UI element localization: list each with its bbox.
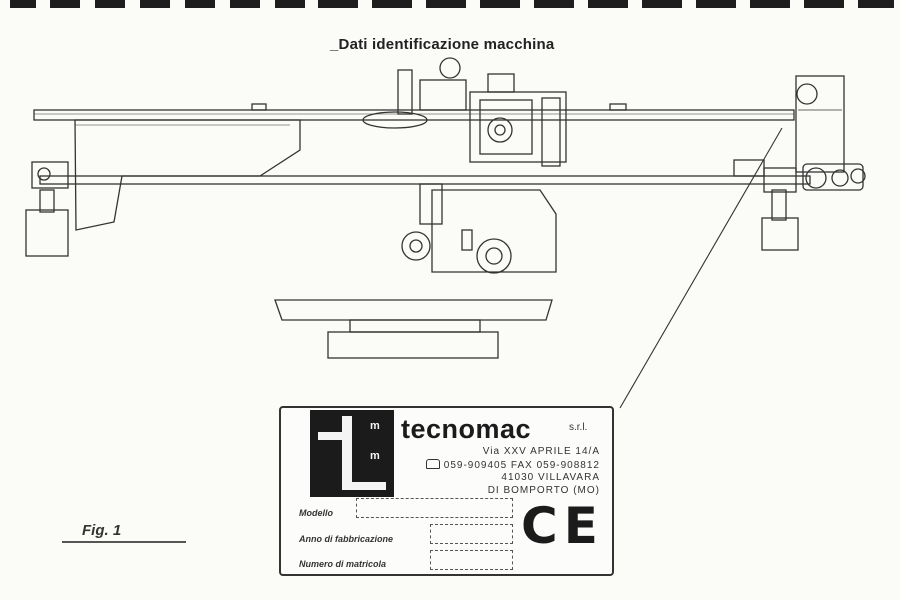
phone-fax-line: 059-909405 FAX 059-908812 xyxy=(425,459,600,471)
spiral-binding xyxy=(0,0,900,10)
model-label: Modello xyxy=(299,508,333,518)
year-label: Anno di fabbricazione xyxy=(299,534,394,544)
address-city: 41030 VILLAVARA xyxy=(501,472,600,483)
page-title: _Dati identificazione macchina xyxy=(330,36,555,53)
figure-underline xyxy=(62,541,186,543)
serial-label: Numero di matricola xyxy=(299,559,387,569)
brand-suffix: s.r.l. xyxy=(569,422,588,433)
model-field xyxy=(356,498,513,518)
address-street: Via XXV APRILE 14/A xyxy=(482,446,600,457)
address-town: DI BOMPORTO (MO) xyxy=(487,485,600,496)
ce-mark: CE xyxy=(521,497,604,555)
brand-name: tecnomac xyxy=(401,414,532,444)
phone-icon xyxy=(425,459,440,469)
tecnomac-logo: m m xyxy=(310,410,394,497)
figure-label: Fig. 1 xyxy=(82,522,122,539)
machine-nameplate: m m tecnomac s.r.l. Via XXV APRILE 14/A … xyxy=(279,406,614,576)
year-field xyxy=(430,524,513,544)
serial-field xyxy=(430,550,513,570)
